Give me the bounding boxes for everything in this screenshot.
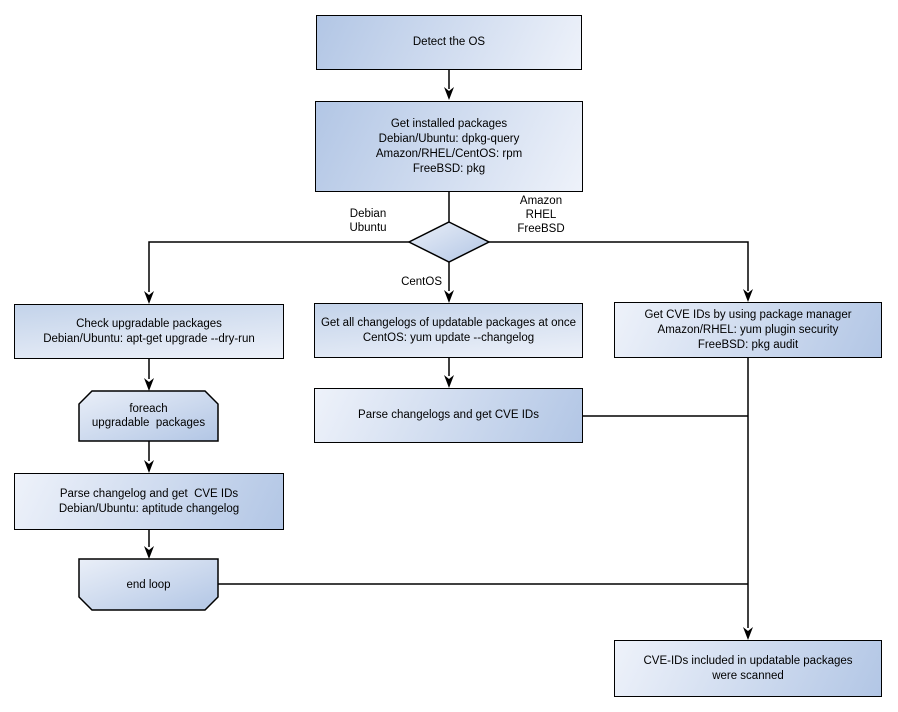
node-text: foreach — [129, 403, 168, 415]
node-text: Get all changelogs of updatable packages… — [320, 316, 577, 329]
edge-label-text: CentOS — [401, 276, 442, 288]
decision-diamond — [407, 221, 491, 263]
node-text: Debian/Ubuntu: dpkg-query — [378, 132, 520, 145]
foreach-loop-label: foreach upgradable packages — [79, 391, 218, 441]
arrowheads — [144, 87, 753, 640]
edge-decision-to-getcve — [489, 241, 749, 291]
node-text: end loop — [126, 578, 171, 591]
node-get-installed-packages: Get installed packages Debian/Ubuntu: dp… — [315, 101, 583, 192]
edge-decision-to-check — [148, 241, 409, 292]
node-text: Debian/Ubuntu: apt-get upgrade --dry-run — [43, 332, 255, 345]
edge-label-text: Ubuntu — [349, 222, 387, 234]
node-detect-os: Detect the OS — [316, 15, 582, 70]
node-cve-scanned: CVE-IDs included in updatable packages w… — [614, 640, 882, 697]
edge-label-text: Amazon — [519, 195, 563, 207]
node-text: were scanned — [712, 669, 784, 682]
arrowhead-icon — [743, 627, 753, 640]
node-get-all-changelogs: Get all changelogs of updatable packages… — [314, 303, 583, 358]
end-loop-label: end loop — [79, 559, 218, 610]
node-text: FreeBSD: pkg — [412, 162, 486, 175]
node-text: Amazon/RHEL: yum plugin security — [657, 323, 839, 336]
edge-label-debian-ubuntu: Debian Ubuntu — [338, 207, 398, 235]
node-text: Get CVE IDs by using package manager — [644, 308, 852, 321]
node-text: Amazon/RHEL/CentOS: rpm — [375, 147, 523, 160]
node-text: Get installed packages — [390, 117, 508, 130]
node-text: Debian/Ubuntu: aptitude changelog — [58, 502, 240, 515]
node-text: upgradable packages — [91, 417, 206, 429]
node-text: CVE-IDs included in updatable packages — [643, 654, 853, 667]
connector-lines — [148, 70, 749, 628]
edge-label-text: Debian — [349, 208, 387, 220]
node-text: Detect the OS — [412, 36, 486, 48]
edge-label-amazon-rhel-freebsd: Amazon RHEL FreeBSD — [497, 194, 585, 236]
arrowhead-icon — [444, 87, 454, 100]
edge-label-centos: CentOS — [385, 275, 442, 289]
node-parse-changelog-left: Parse changelog and get CVE IDs Debian/U… — [14, 473, 284, 530]
node-text: Parse changelog and get CVE IDs — [59, 487, 239, 500]
node-text: CentOS: yum update --changelog — [362, 331, 535, 344]
arrowhead-icon — [743, 289, 753, 302]
foreach-loop-shape — [78, 390, 219, 442]
arrowhead-icon — [144, 378, 154, 391]
arrowhead-icon — [444, 375, 454, 388]
arrowhead-icon — [144, 460, 154, 473]
node-text: Check upgradable packages — [76, 317, 222, 330]
node-check-upgradable-packages: Check upgradable packages Debian/Ubuntu:… — [14, 304, 284, 359]
arrowhead-icon — [144, 291, 154, 304]
node-text: Parse changelogs and get CVE IDs — [358, 409, 539, 421]
node-text: FreeBSD: pkg audit — [697, 338, 799, 351]
arrowhead-icon — [444, 290, 454, 303]
node-get-cve-ids-pkg-mgr: Get CVE IDs by using package manager Ama… — [614, 302, 882, 358]
node-parse-changelogs-mid: Parse changelogs and get CVE IDs — [314, 388, 583, 443]
edge-label-text: RHEL — [525, 209, 557, 221]
end-loop-shape — [78, 558, 219, 611]
edge-label-text: FreeBSD — [517, 223, 565, 235]
arrowhead-icon — [144, 546, 154, 559]
